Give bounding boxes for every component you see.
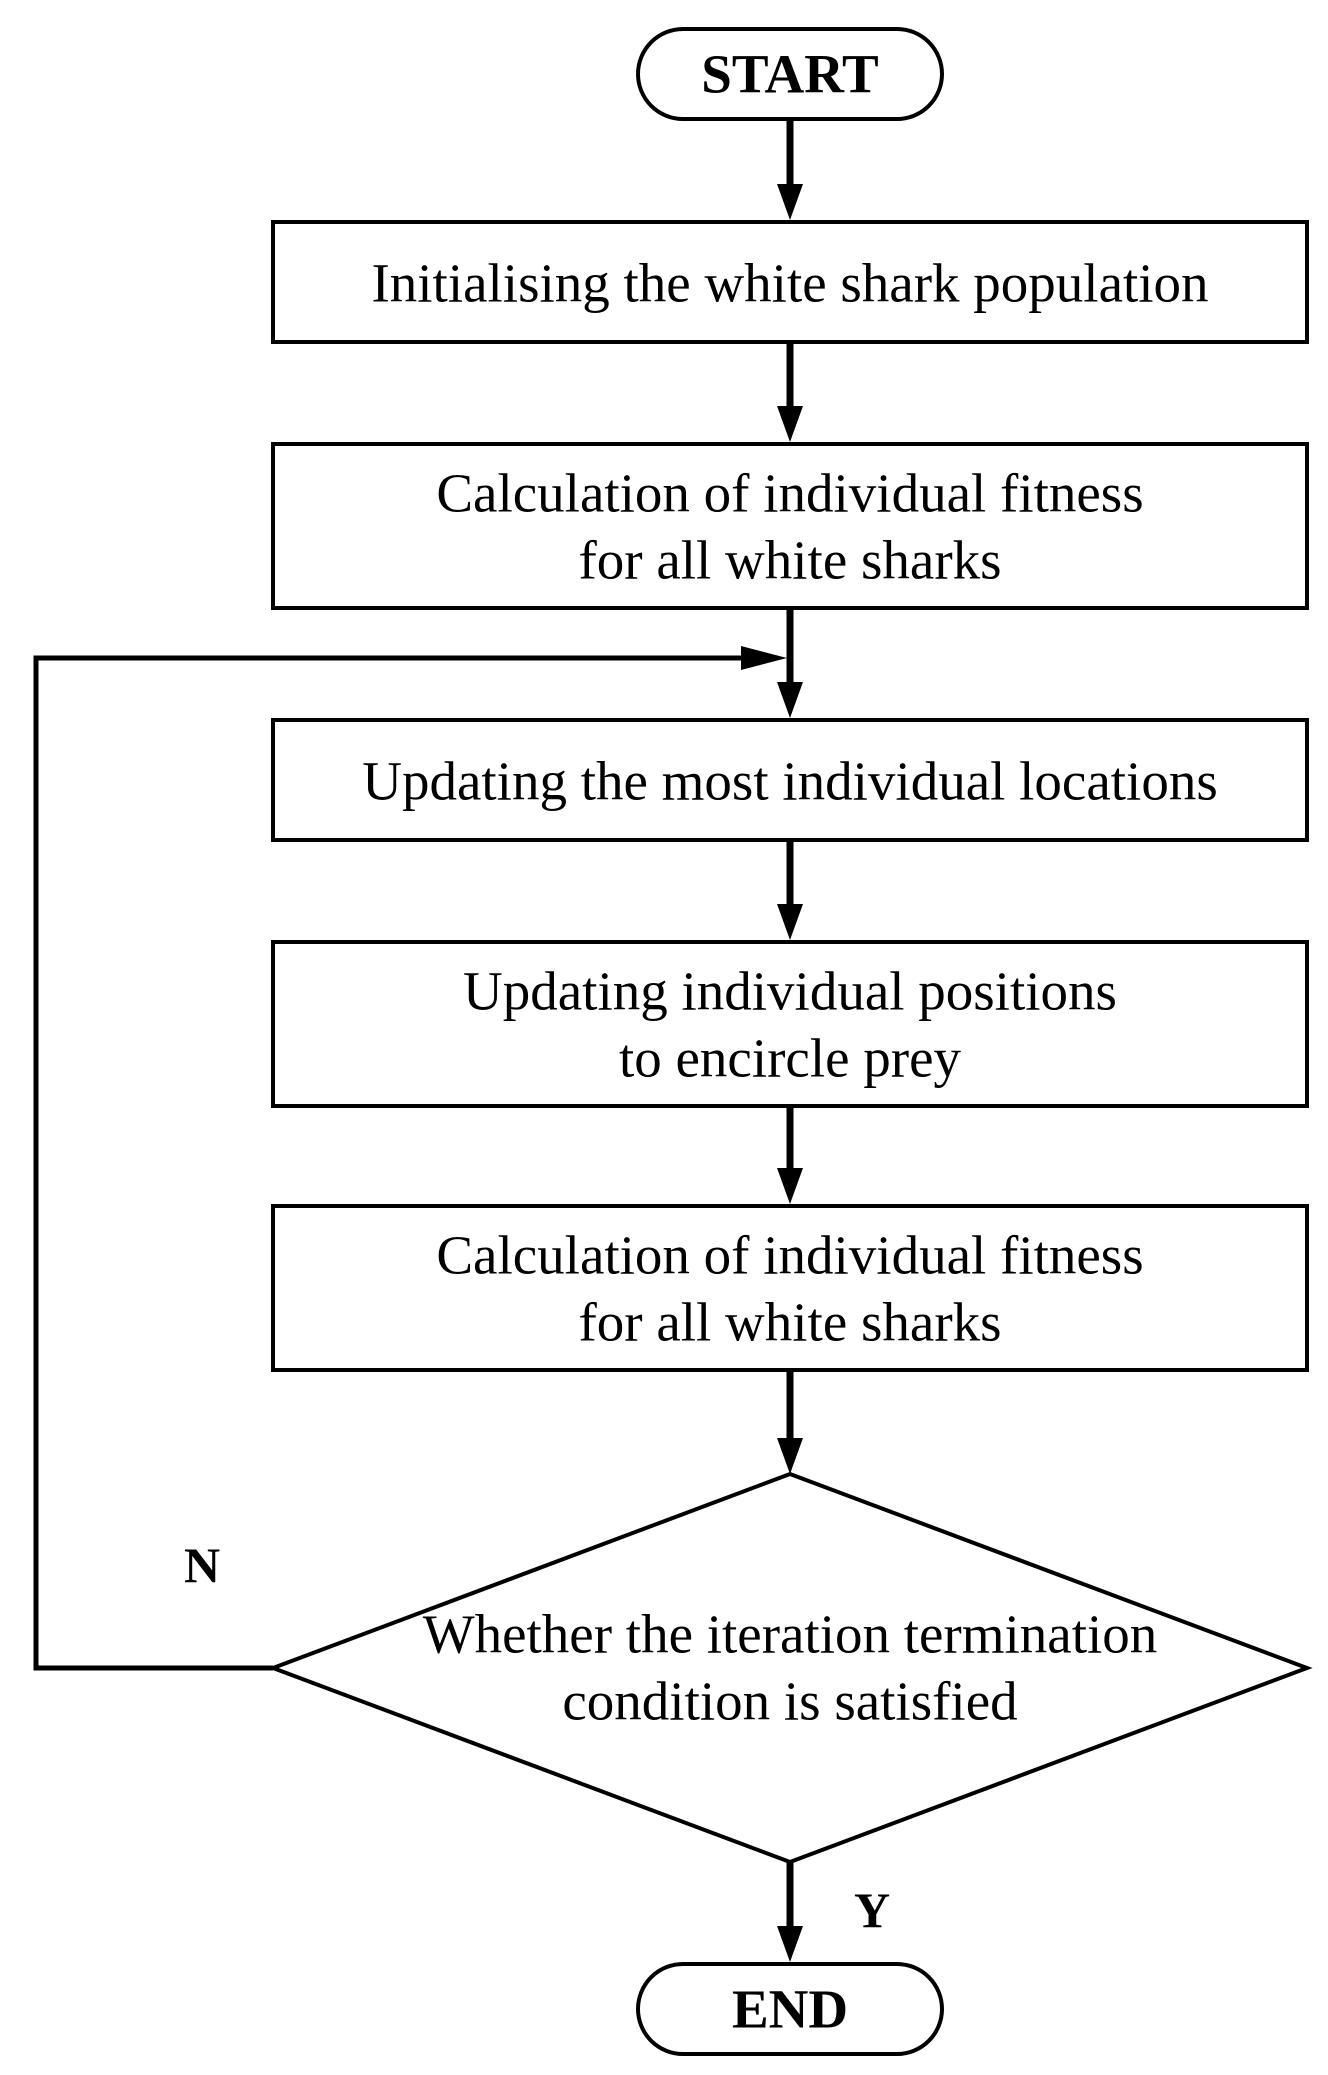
encircle-line-2: to encircle prey [619,1028,962,1089]
init-population-box [271,220,1309,344]
update-best-step: Updating the most individual locations [271,718,1309,842]
end-shape [636,1962,944,2056]
encircle-line-1: Updating individual positions [463,961,1117,1022]
decision-line-2: condition is satisfied [562,1671,1017,1732]
loop-back-arrow [33,646,787,1671]
init-population-step: Initialising the white shark population [271,220,1309,344]
fitness-1-line-2: for all white sharks [578,530,1001,591]
decision-diamond [267,1471,1313,1865]
update-best-box [271,718,1309,842]
start-node: START [636,27,944,121]
arrow-init-to-fitness1 [777,342,803,442]
fitness-1-line-1: Calculation of individual fitness [436,463,1143,524]
fitness-box-2 [271,1204,1309,1372]
branch-no-label: N [184,1537,220,1593]
start-label: START [701,44,878,105]
arrow-decision-to-end [777,1862,803,1962]
fitness-step-1: Calculation of individual fitness for al… [271,442,1309,610]
fitness-2-line-2: for all white sharks [578,1292,1001,1353]
termination-decision: Whether the iteration termination condit… [267,1471,1313,1865]
fitness-2-line-1: Calculation of individual fitness [436,1225,1143,1286]
arrow-start-to-init [777,119,803,220]
end-node: END [636,1962,944,2056]
decision-line-1: Whether the iteration termination [423,1604,1158,1665]
fitness-step-2: Calculation of individual fitness for al… [271,1204,1309,1372]
arrow-update-best-to-encircle [777,840,803,940]
end-label: END [732,1979,848,2040]
update-best-label: Updating the most individual locations [362,751,1217,812]
arrow-encircle-to-fitness2 [777,1106,803,1204]
encircle-step: Updating individual positions to encircl… [271,940,1309,1108]
arrow-fitness1-to-update-best [777,608,803,718]
arrow-fitness2-to-decision [777,1370,803,1474]
init-population-label: Initialising the white shark population [371,253,1208,314]
encircle-box [271,940,1309,1108]
branch-yes-label: Y [854,1882,890,1938]
